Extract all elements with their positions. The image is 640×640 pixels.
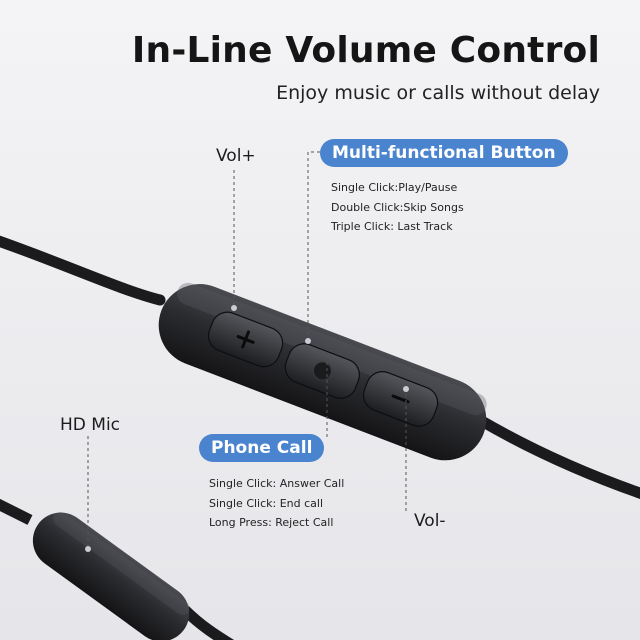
multi-function-instructions: Single Click:Play/Pause Double Click:Ski… — [331, 178, 464, 237]
instruction-line: Single Click: End call — [209, 496, 324, 510]
instruction-line: Long Press: Reject Call — [209, 516, 334, 529]
page-subtitle: Enjoy music or calls without delay — [276, 82, 600, 104]
instruction-line: Triple Click: Last Track — [331, 220, 453, 233]
hd-mic-body — [32, 512, 190, 640]
remote-body — [158, 282, 487, 461]
instruction-line: Single Click: Answer Call — [209, 477, 345, 490]
vol-plus-label: Vol+ — [216, 146, 256, 166]
multi-button-leader — [307, 151, 320, 340]
mic-cable — [0, 498, 33, 525]
page-title: In-Line Volume Control — [131, 30, 600, 71]
instruction-line: Single Click:Play/Pause — [331, 181, 458, 194]
vol-minus-label: Vol- — [414, 511, 446, 531]
phone-call-badge: Phone Call — [199, 434, 325, 462]
hd-mic-label: HD Mic — [60, 415, 121, 435]
plus-icon — [236, 330, 255, 349]
multi-function-badge: Multi-functional Button — [320, 139, 568, 167]
instruction-line: Double Click:Skip Songs — [331, 200, 464, 214]
phone-call-instructions: Single Click: Answer Call Single Click: … — [209, 474, 344, 533]
upper-cable — [0, 235, 166, 306]
